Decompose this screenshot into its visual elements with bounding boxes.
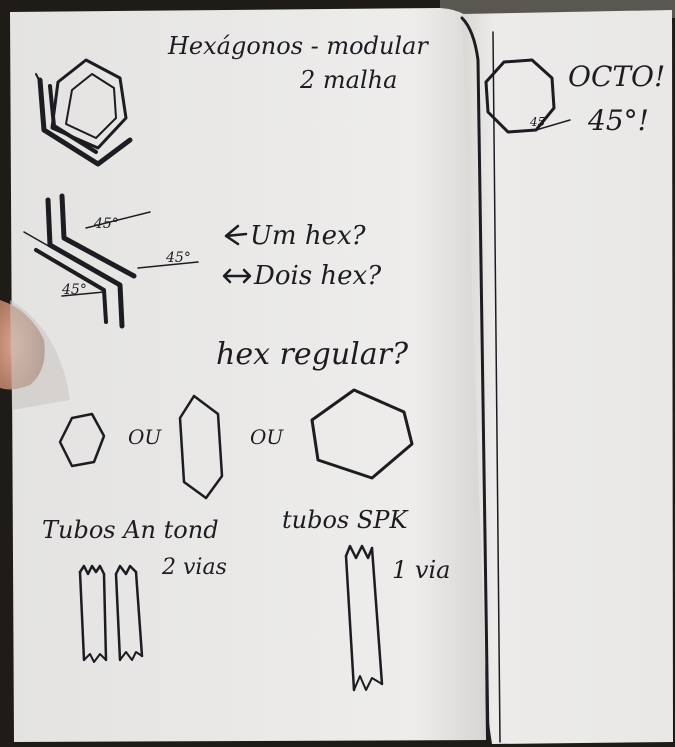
chevron-angle-sketch xyxy=(23,193,199,329)
octo-angle: 45°! xyxy=(587,104,649,137)
octagon-angle-mark xyxy=(535,119,571,131)
or-label-1: OU xyxy=(128,425,162,449)
wide-hexagon xyxy=(310,388,414,480)
angle-label-a: 45° xyxy=(93,216,119,232)
question-one-hex: Um hex? xyxy=(250,221,367,251)
tubes-left-label: Tubos An tond xyxy=(42,516,219,544)
tubes-right-count: 1 via xyxy=(392,556,450,584)
spine-shadow xyxy=(460,16,490,744)
angle-label-c: 45° xyxy=(61,282,87,298)
question-regular-hex: hex regular? xyxy=(216,337,409,372)
question-two-hex: Dois hex? xyxy=(253,261,382,291)
octagon-inner-angle: 45 xyxy=(529,115,545,129)
page-corner-shadow xyxy=(10,300,70,410)
tall-hexagon xyxy=(178,394,224,500)
left-page xyxy=(10,8,486,742)
right-page xyxy=(462,10,673,744)
nested-hexagon-sketch xyxy=(35,58,133,167)
title-line-1: Hexágonos - modular xyxy=(167,32,429,60)
tubes-right-label: tubos SPK xyxy=(282,506,409,534)
one-way-tube-sketch xyxy=(344,544,384,692)
octo-label: OCTO! xyxy=(568,60,665,93)
title-line-2: 2 malha xyxy=(299,66,397,94)
small-regular-hexagon xyxy=(58,412,106,468)
arrow-left-icon xyxy=(224,224,248,246)
double-arrow-icon xyxy=(222,268,252,284)
right-page-edge xyxy=(492,31,501,743)
two-way-tubes-sketch xyxy=(78,564,144,663)
angle-label-b: 45° xyxy=(165,250,191,266)
or-label-2: OU xyxy=(250,425,284,449)
tubes-left-count: 2 vias xyxy=(161,555,227,580)
